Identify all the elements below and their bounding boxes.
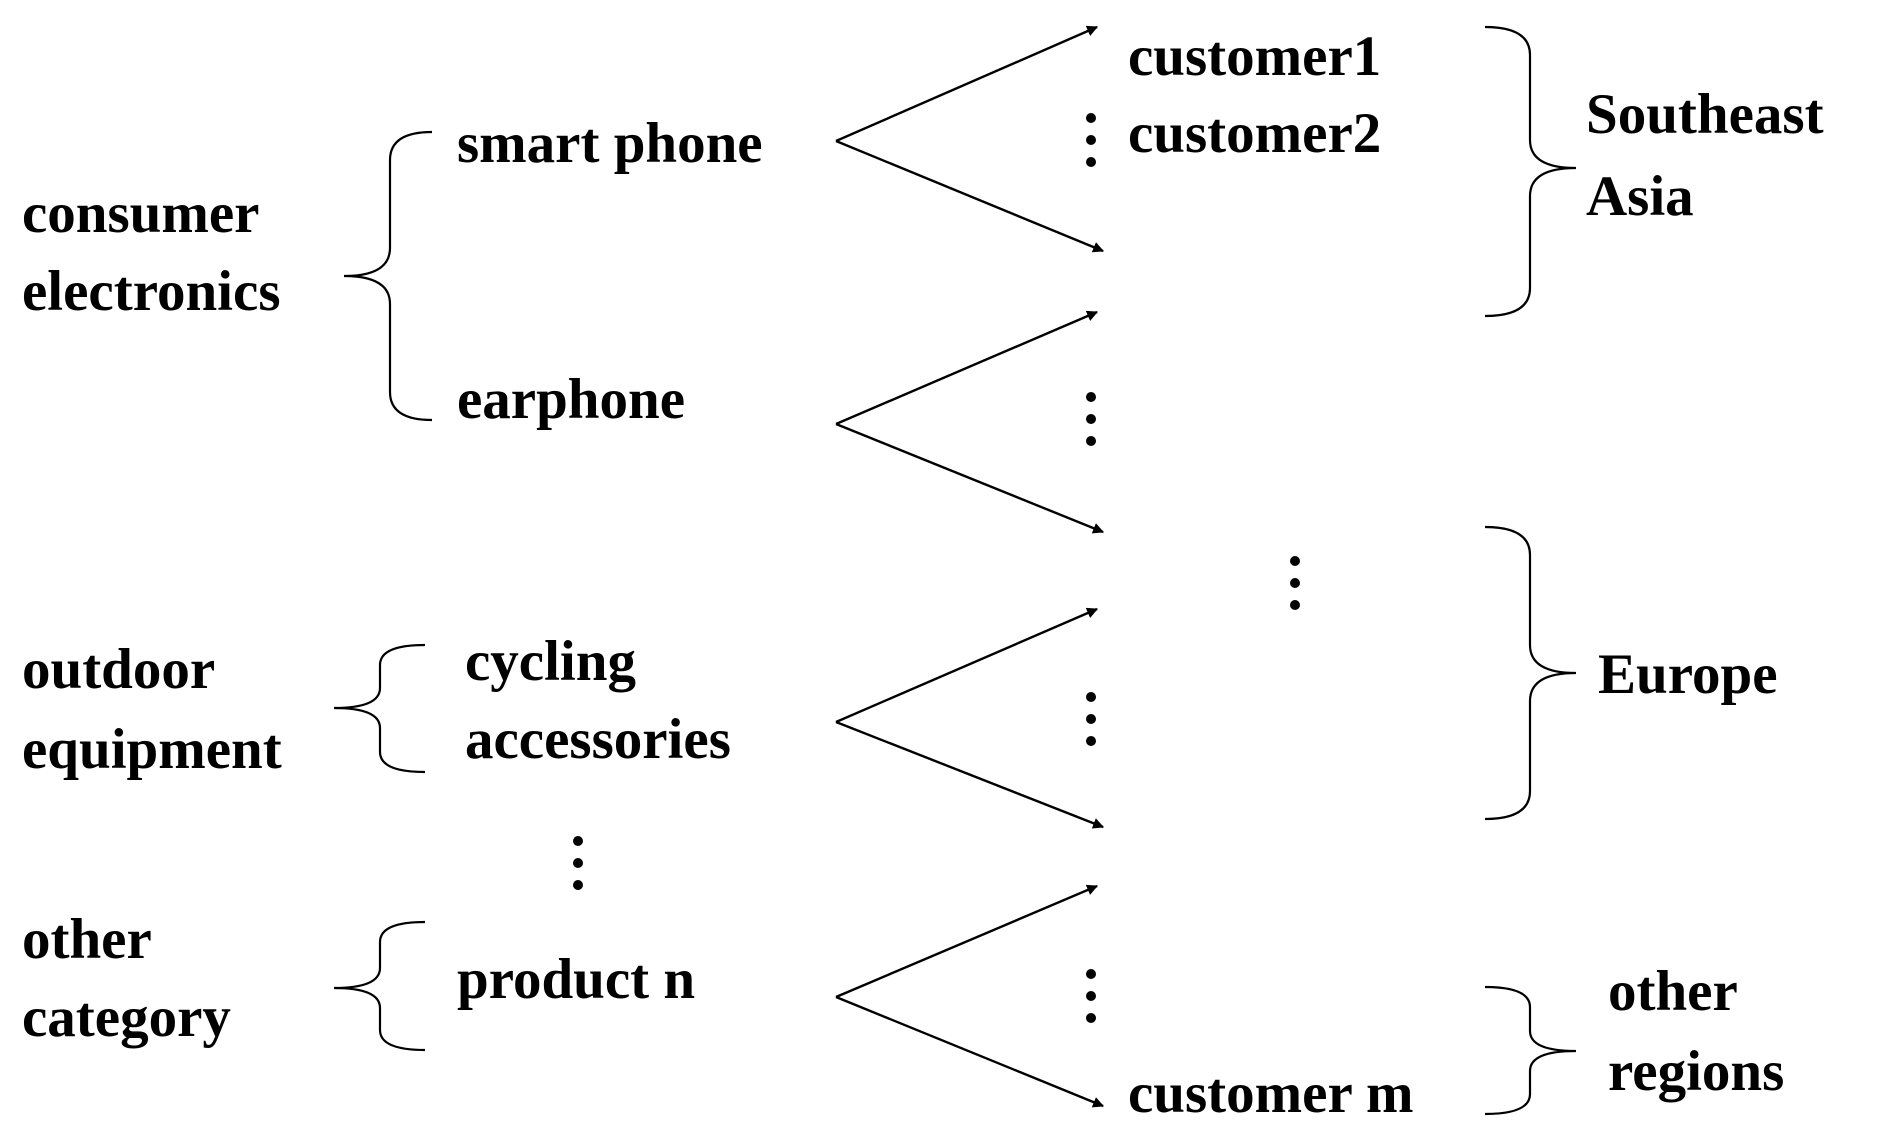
customer-customer-m: customer m <box>1128 1062 1413 1125</box>
product-cycling-accessories-line2: accessories <box>465 708 731 771</box>
ellipsis-products <box>573 836 583 890</box>
customer-customer2: customer2 <box>1128 102 1381 165</box>
brace-southeast-asia <box>1484 25 1577 318</box>
region-other-regions: other regions <box>1608 960 1784 1103</box>
arrows-cycling-accessories <box>835 607 1105 829</box>
ellipsis-customers-1 <box>1086 113 1096 167</box>
product-product-n: product n <box>457 948 695 1011</box>
region-southeast-asia-line2: Asia <box>1586 165 1694 228</box>
product-earphone: earphone <box>457 368 685 431</box>
category-outdoor-equipment-line1: outdoor <box>22 638 215 701</box>
brace-outdoor-equipment <box>333 643 426 774</box>
ellipsis-customers-5 <box>1086 969 1096 1023</box>
category-consumer-electronics: consumer electronics <box>22 182 281 323</box>
arrow-cycling-accessories-down <box>835 720 1105 829</box>
arrow-earphone-down <box>835 422 1105 534</box>
brace-other-category <box>333 920 426 1052</box>
brace-consumer-electronics <box>343 130 433 422</box>
arrow-product-n-down <box>835 995 1105 1108</box>
arrow-earphone-up <box>835 310 1099 426</box>
arrow-product-n-up <box>835 884 1099 999</box>
product-cycling-accessories-line1: cycling <box>465 630 636 693</box>
category-consumer-electronics-line1: consumer <box>22 182 259 245</box>
region-europe: Europe <box>1598 643 1778 706</box>
ellipsis-customers-3 <box>1290 556 1300 610</box>
region-other-regions-line2: regions <box>1608 1040 1784 1103</box>
brace-other-regions <box>1484 985 1577 1116</box>
category-outdoor-equipment-line2: equipment <box>22 718 282 781</box>
product-smart-phone: smart phone <box>457 112 763 175</box>
region-southeast-asia: Southeast Asia <box>1586 83 1824 228</box>
ellipsis-customers-2 <box>1086 392 1096 446</box>
category-other-category: other category <box>22 908 231 1049</box>
region-other-regions-line1: other <box>1608 960 1738 1023</box>
arrow-smart-phone-down <box>835 139 1105 253</box>
category-consumer-electronics-line2: electronics <box>22 260 281 323</box>
ellipsis-customers-4 <box>1086 692 1096 746</box>
category-other-category-line1: other <box>22 908 152 971</box>
brace-europe <box>1484 525 1577 821</box>
arrows-earphone <box>835 310 1105 534</box>
arrows-product-n <box>835 884 1105 1108</box>
category-outdoor-equipment: outdoor equipment <box>22 638 282 781</box>
product-cycling-accessories: cycling accessories <box>465 630 731 771</box>
arrow-cycling-accessories-up <box>835 607 1099 724</box>
arrow-smart-phone-up <box>835 25 1099 143</box>
category-other-category-line2: category <box>22 986 231 1049</box>
region-southeast-asia-line1: Southeast <box>1586 83 1824 146</box>
customer-customer1: customer1 <box>1128 25 1381 88</box>
arrows-smart-phone <box>835 25 1105 253</box>
